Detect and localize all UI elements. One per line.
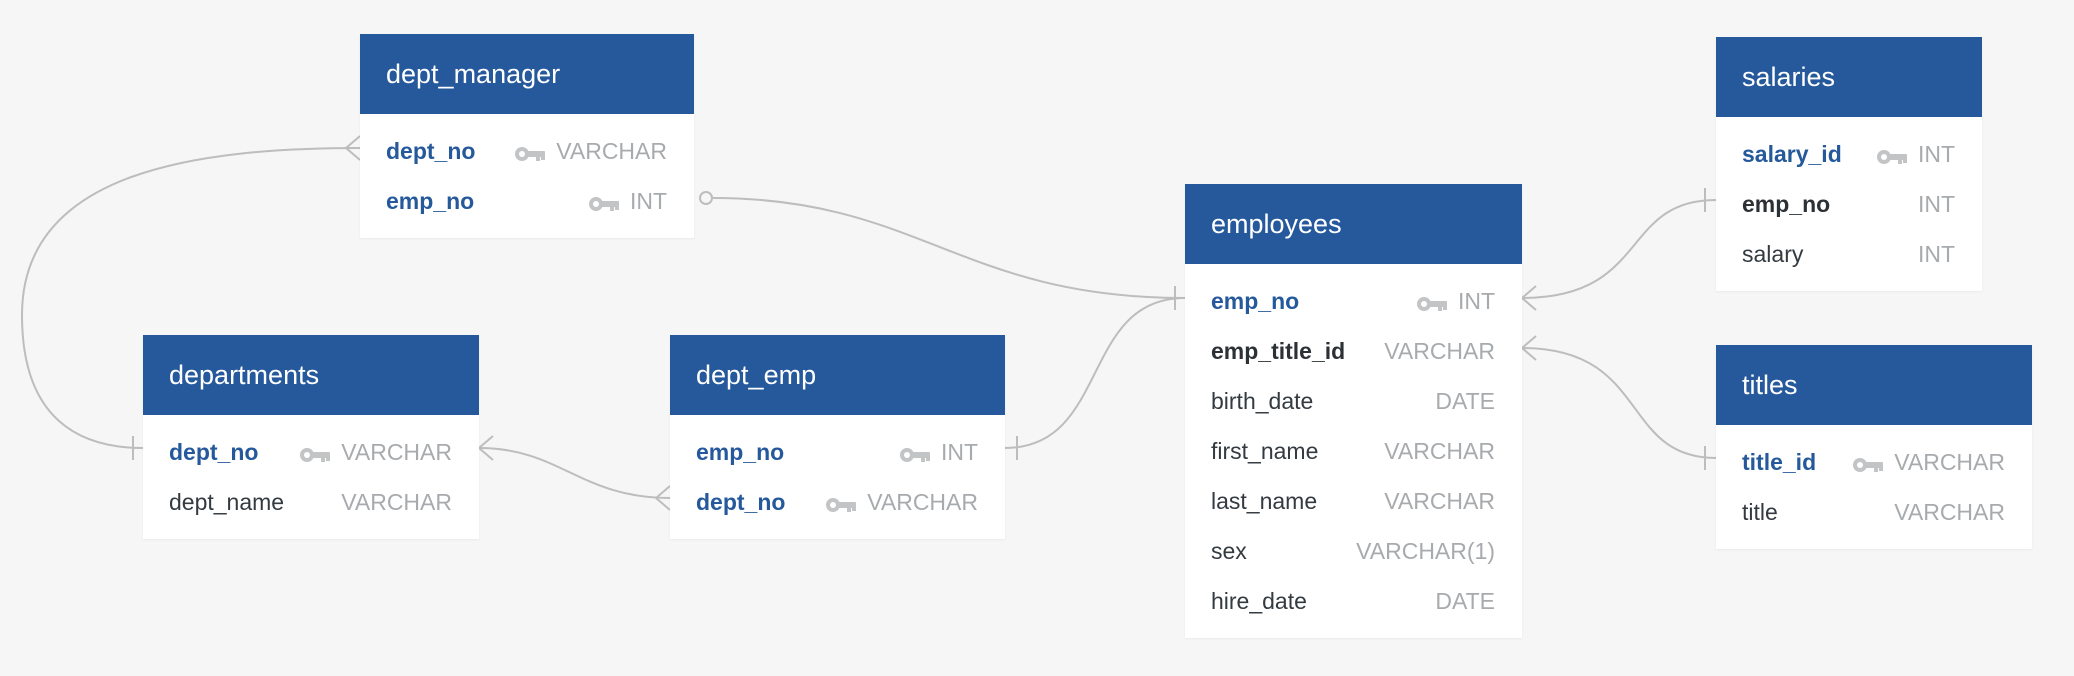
table-dept-manager[interactable]: dept_manager dept_no VARCHAR emp_no INT	[360, 34, 694, 238]
field-name: salary	[1742, 240, 1804, 267]
field-row-first-name[interactable]: first_name VARCHAR	[1185, 426, 1522, 476]
key-icon	[825, 493, 857, 512]
field-name: last_name	[1211, 487, 1318, 514]
field-type: VARCHAR	[1894, 448, 2005, 475]
table-title: dept_emp	[670, 335, 1005, 415]
field-type: INT	[1917, 190, 1955, 217]
key-icon	[1852, 453, 1884, 472]
field-name: emp_no	[1742, 190, 1831, 217]
key-icon	[588, 192, 620, 211]
field-name: emp_title_id	[1211, 337, 1346, 364]
field-name: dept_no	[169, 438, 259, 465]
field-row-dept-name[interactable]: dept_name VARCHAR	[143, 477, 479, 527]
field-type: VARCHAR	[1384, 487, 1495, 514]
field-type: INT	[1917, 240, 1955, 267]
field-name: sex	[1211, 537, 1247, 564]
field-type: DATE	[1435, 587, 1495, 614]
key-icon	[899, 443, 931, 462]
field-row-last-name[interactable]: last_name VARCHAR	[1185, 476, 1522, 526]
field-type: VARCHAR	[1384, 337, 1495, 364]
connector-departments-dept-emp	[478, 435, 671, 511]
field-type: VARCHAR	[556, 137, 667, 164]
table-title: employees	[1185, 184, 1522, 264]
field-row-salary-id[interactable]: salary_id INT	[1716, 129, 1982, 179]
field-type: INT	[629, 187, 667, 214]
table-title: titles	[1716, 345, 2032, 425]
field-row-emp-no[interactable]: emp_no INT	[360, 176, 694, 226]
field-row-hire-date[interactable]: hire_date DATE	[1185, 576, 1522, 626]
field-name: dept_no	[386, 137, 476, 164]
key-icon	[299, 443, 331, 462]
connector-employees-titles	[1521, 335, 1717, 470]
key-icon	[514, 142, 546, 161]
field-row-birth-date[interactable]: birth_date DATE	[1185, 376, 1522, 426]
field-name: dept_name	[169, 488, 285, 515]
field-name: title	[1742, 498, 1778, 525]
table-fields: dept_no VARCHAR emp_no INT	[360, 114, 694, 238]
table-fields: emp_no INT dept_no VARCHAR	[670, 415, 1005, 539]
field-name: hire_date	[1211, 587, 1307, 614]
table-title: salaries	[1716, 37, 1982, 117]
field-row-title-id[interactable]: title_id VARCHAR	[1716, 437, 2032, 487]
field-type: VARCHAR	[341, 488, 452, 515]
field-row-emp-no[interactable]: emp_no INT	[1716, 179, 1982, 229]
field-type: VARCHAR	[341, 438, 452, 465]
field-type: INT	[1457, 287, 1495, 314]
field-row-emp-title-id[interactable]: emp_title_id VARCHAR	[1185, 326, 1522, 376]
field-name: birth_date	[1211, 387, 1314, 414]
key-icon	[1876, 145, 1908, 164]
field-type: VARCHAR	[1894, 498, 2005, 525]
connector-dept-emp-employees	[1004, 297, 1186, 460]
connector-employees-salaries	[1521, 188, 1717, 311]
table-title: dept_manager	[360, 34, 694, 114]
field-type: INT	[1917, 140, 1955, 167]
field-name: emp_no	[386, 187, 475, 214]
field-name: dept_no	[696, 488, 786, 515]
field-name: emp_no	[1211, 287, 1300, 314]
field-type: VARCHAR	[867, 488, 978, 515]
field-name: first_name	[1211, 437, 1319, 464]
field-type: INT	[940, 438, 978, 465]
field-type: VARCHAR	[1384, 437, 1495, 464]
field-row-emp-no[interactable]: emp_no INT	[670, 427, 1005, 477]
field-row-dept-no[interactable]: dept_no VARCHAR	[143, 427, 479, 477]
field-row-sex[interactable]: sex VARCHAR(1)	[1185, 526, 1522, 576]
connector-dept-manager-employees	[699, 191, 1186, 310]
key-icon	[1416, 292, 1448, 311]
table-title: departments	[143, 335, 479, 415]
field-name: salary_id	[1742, 140, 1842, 167]
field-row-emp-no[interactable]: emp_no INT	[1185, 276, 1522, 326]
field-name: title_id	[1742, 448, 1817, 475]
field-type: DATE	[1435, 387, 1495, 414]
field-row-title[interactable]: title VARCHAR	[1716, 487, 2032, 537]
field-row-salary[interactable]: salary INT	[1716, 229, 1982, 279]
field-name: emp_no	[696, 438, 785, 465]
table-dept-emp[interactable]: dept_emp emp_no INT dept_no VARCHAR	[670, 335, 1005, 539]
field-type: VARCHAR(1)	[1356, 537, 1495, 564]
field-row-dept-no[interactable]: dept_no VARCHAR	[670, 477, 1005, 527]
field-row-dept-no[interactable]: dept_no VARCHAR	[360, 126, 694, 176]
